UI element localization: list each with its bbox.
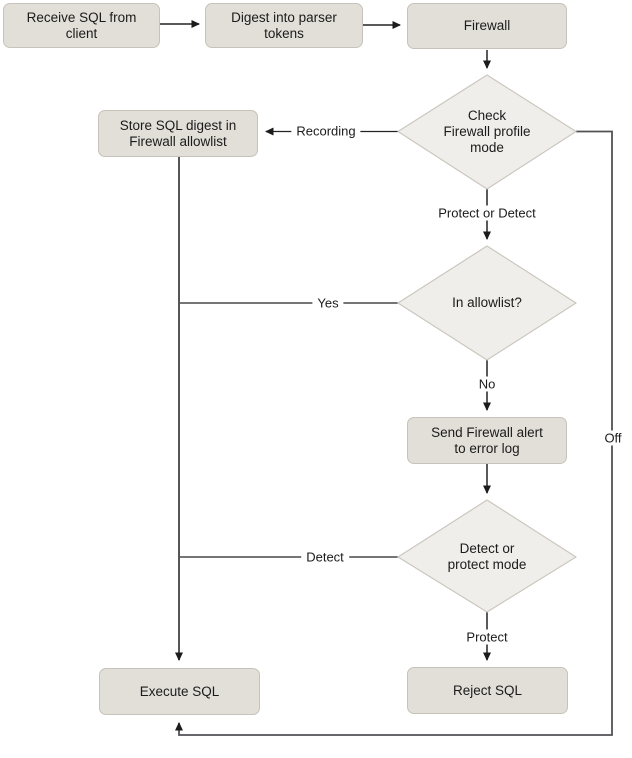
edge-off-wraparound-to-execute (175, 130, 613, 736)
edge-label-yes: Yes (312, 295, 344, 311)
edge-label-no: No (473, 376, 501, 392)
node-receive-sql: Receive SQL from client (3, 3, 160, 48)
decision-check-profile-mode-shape (397, 74, 577, 190)
node-digest-tokens: Digest into parser tokens (205, 3, 363, 48)
node-reject-sql: Reject SQL (407, 667, 568, 714)
edge-label-recording: Recording (291, 123, 361, 139)
decision-detect-protect-shape (397, 499, 577, 613)
decision-in-allowlist-shape (397, 245, 577, 361)
node-firewall: Firewall (407, 3, 567, 49)
node-execute-sql: Execute SQL (99, 668, 260, 715)
edge-label-protect: Protect (461, 629, 513, 645)
edge-label-detect: Detect (301, 549, 349, 565)
node-store-digest: Store SQL digest in Firewall allowlist (98, 110, 258, 157)
edge-label-protect-or-detect: Protect or Detect (433, 205, 541, 221)
edge-label-off: Off (599, 430, 627, 446)
node-send-alert: Send Firewall alert to error log (407, 417, 567, 464)
